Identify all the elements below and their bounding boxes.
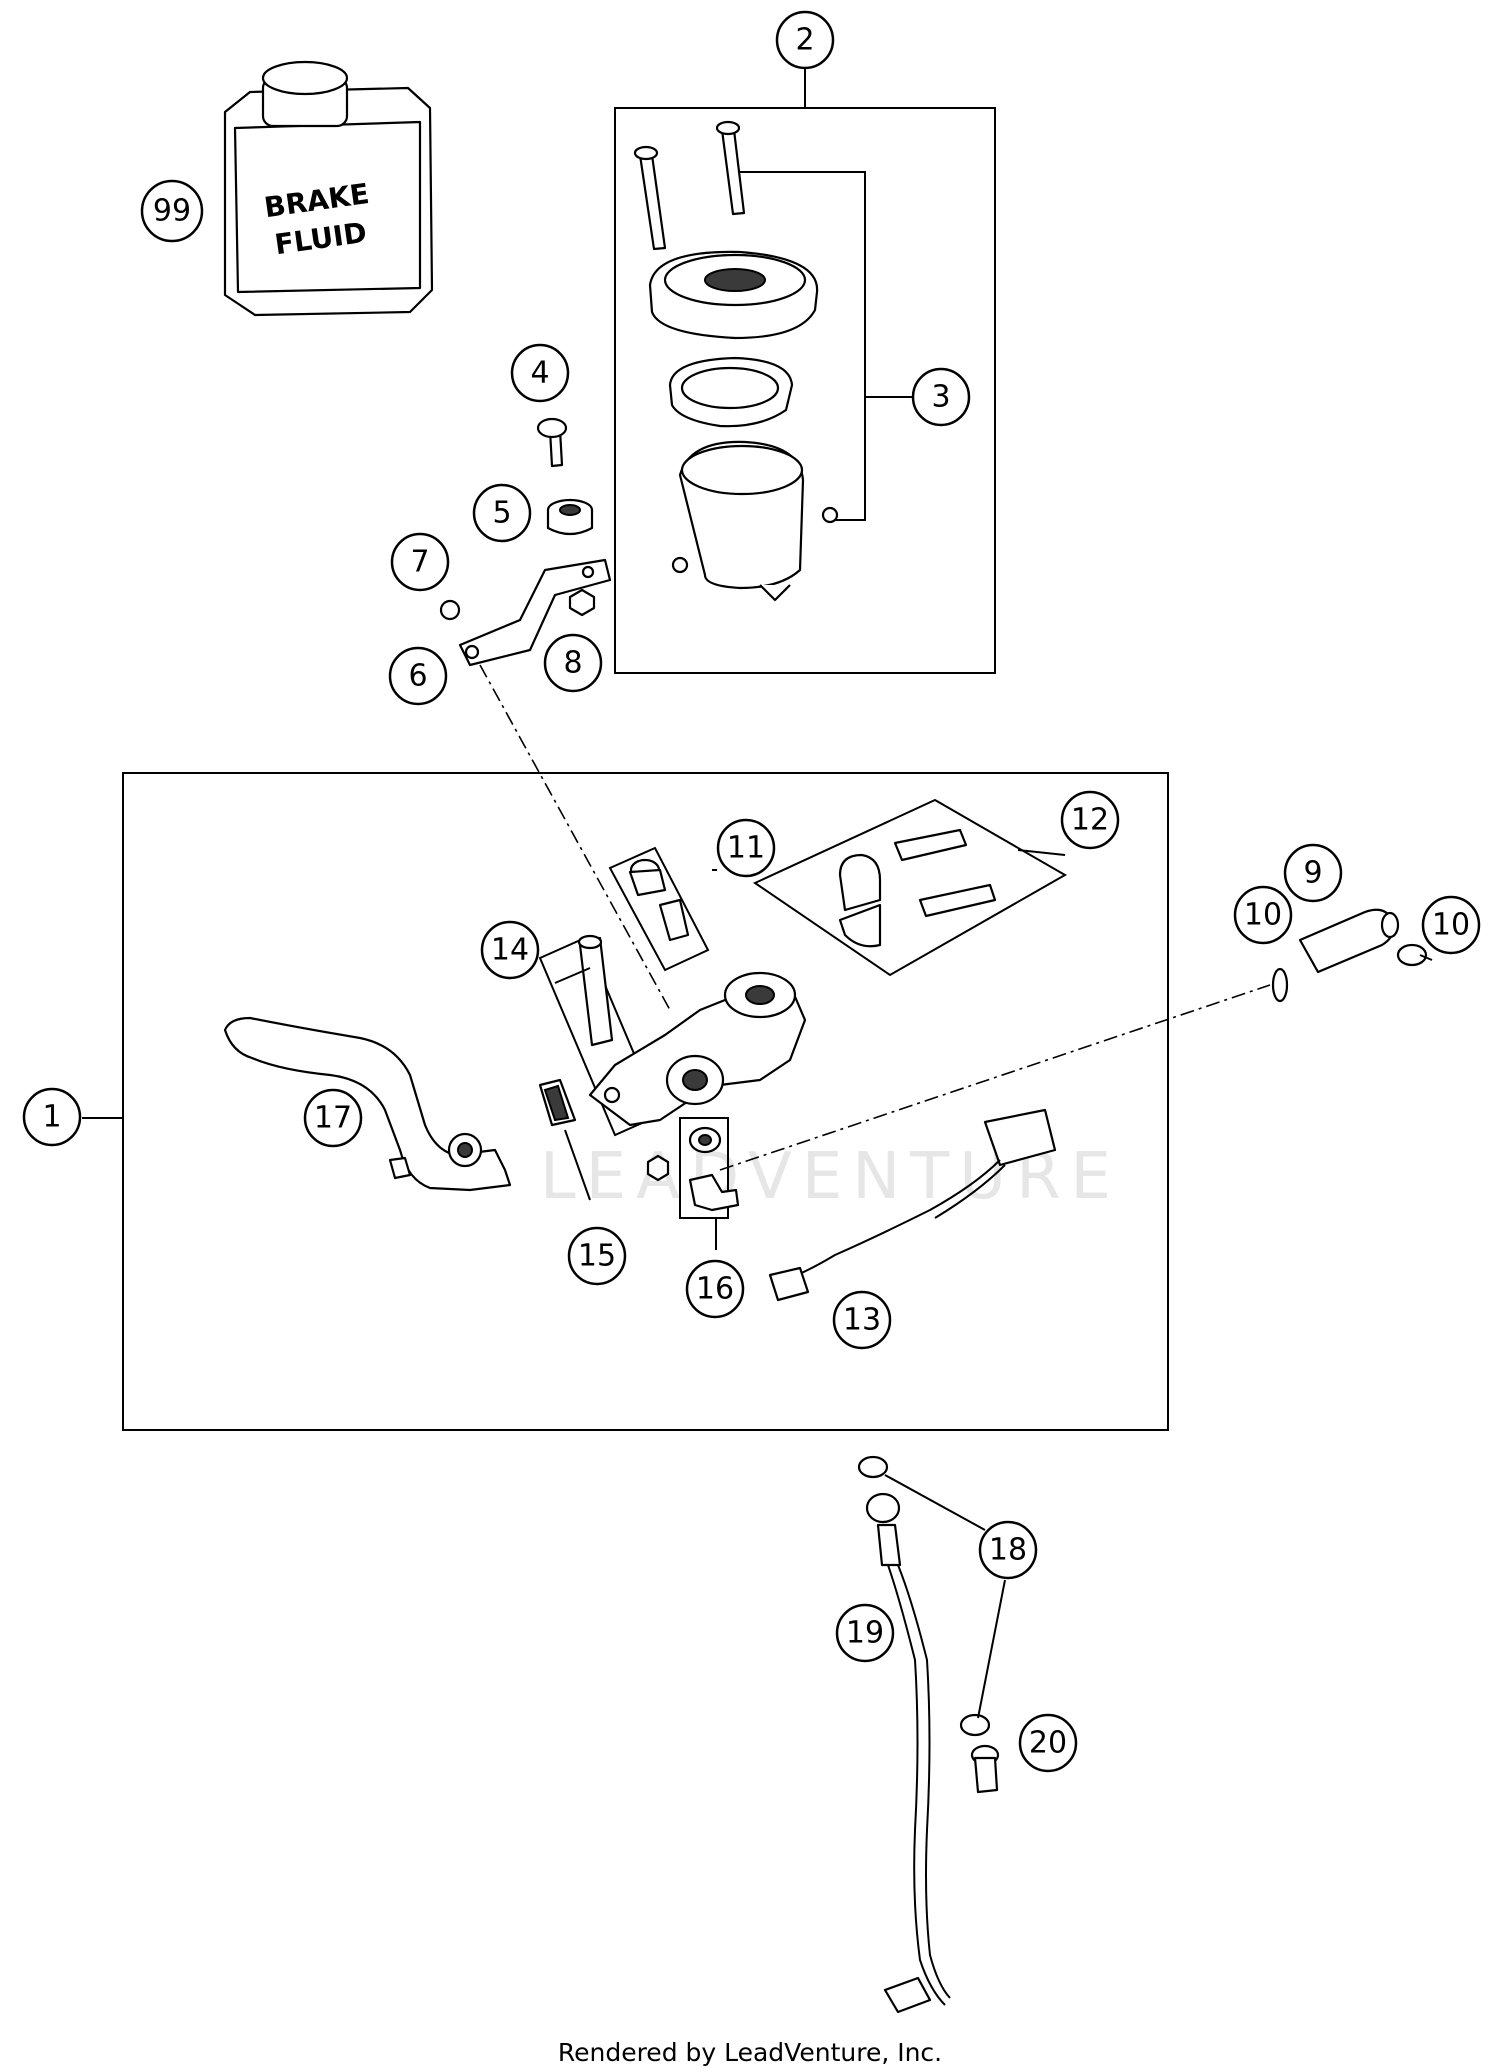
- reservoir-screws: [633, 120, 746, 251]
- svg-text:16: 16: [696, 1272, 734, 1307]
- callout-5: 5: [472, 483, 532, 543]
- banjo-fitting-16: [646, 1126, 740, 1212]
- svg-text:1: 1: [42, 1100, 61, 1135]
- svg-text:2: 2: [795, 23, 814, 58]
- svg-text:99: 99: [153, 194, 191, 229]
- callout-9: 9: [1283, 843, 1343, 903]
- callout-20: 20: [1018, 1713, 1078, 1773]
- svg-text:19: 19: [846, 1616, 884, 1651]
- assembly-line-bracket: [479, 664, 671, 1011]
- reservoir-diaphragm: [668, 356, 794, 428]
- callout-99: 99: [140, 179, 204, 243]
- svg-text:6: 6: [408, 659, 427, 694]
- svg-text:12: 12: [1071, 803, 1109, 838]
- svg-text:7: 7: [410, 545, 429, 580]
- boot-15: [538, 1078, 577, 1127]
- assembly-line-hose: [719, 984, 1271, 1171]
- hose-9: [1298, 908, 1400, 974]
- piston-group-box: [608, 846, 710, 972]
- callout-3: 3: [911, 367, 971, 427]
- callout-1: 1: [22, 1087, 82, 1147]
- callout-10-right: 10: [1421, 895, 1481, 955]
- callout-10-left: 10: [1233, 885, 1293, 945]
- switch-cable-13: [768, 1108, 1057, 1302]
- banjo-bolt-20: [970, 1744, 1000, 1794]
- pushrod-14: [577, 934, 614, 1047]
- brake-fluid-bottle: BRAKE FLUID: [223, 60, 434, 317]
- footer-credit: Rendered by LeadVenture, Inc.: [557, 2038, 943, 2067]
- reservoir-cap: [648, 250, 819, 340]
- callout-18: 18: [978, 1520, 1038, 1580]
- svg-text:10: 10: [1432, 908, 1470, 943]
- clamp-group-box: [752, 798, 1068, 977]
- grommet-5: [546, 498, 594, 536]
- callout-14: 14: [480, 920, 540, 980]
- svg-text:3: 3: [931, 380, 950, 415]
- callout-11: 11: [716, 818, 776, 878]
- callout-12: 12: [1060, 790, 1120, 850]
- brake-hose-19: [865, 1492, 951, 2014]
- svg-text:5: 5: [492, 496, 511, 531]
- svg-text:20: 20: [1029, 1726, 1067, 1761]
- svg-text:9: 9: [1303, 856, 1322, 891]
- screw-7: [439, 599, 461, 621]
- callout-6: 6: [388, 646, 448, 706]
- hose-clamp-10-left: [1271, 967, 1289, 1003]
- master-cylinder-body: [588, 971, 807, 1127]
- svg-text:17: 17: [314, 1101, 352, 1136]
- screw-4: [536, 417, 568, 468]
- svg-text:8: 8: [563, 646, 582, 681]
- svg-text:14: 14: [491, 933, 529, 968]
- master-cylinder-group-box: [122, 772, 1169, 1431]
- svg-text:13: 13: [843, 1303, 881, 1338]
- piston-set-11: [628, 858, 690, 942]
- reservoir-body: [671, 440, 839, 602]
- svg-text:10: 10: [1244, 898, 1282, 933]
- clamp-12: [838, 828, 997, 948]
- callout-16: 16: [685, 1259, 745, 1319]
- callout-2: 2: [775, 10, 835, 70]
- callout-13: 13: [832, 1290, 892, 1350]
- svg-text:4: 4: [530, 356, 549, 391]
- svg-text:11: 11: [727, 831, 765, 866]
- washer-18-top: [857, 1455, 889, 1479]
- callout-4: 4: [510, 343, 570, 403]
- lever-17: [223, 1016, 512, 1192]
- bracket-6: [458, 558, 612, 667]
- svg-text:18: 18: [989, 1533, 1027, 1568]
- washer-18-bottom: [959, 1713, 991, 1737]
- callout-17: 17: [303, 1088, 363, 1148]
- callout-7: 7: [390, 532, 450, 592]
- callout-8: 8: [543, 633, 603, 693]
- hose-clamp-10-right: [1396, 943, 1433, 967]
- callout-19: 19: [835, 1603, 895, 1663]
- callout-15: 15: [567, 1226, 627, 1286]
- nut-8: [568, 588, 596, 617]
- leader-lines: [82, 65, 1066, 1719]
- svg-text:15: 15: [578, 1239, 616, 1274]
